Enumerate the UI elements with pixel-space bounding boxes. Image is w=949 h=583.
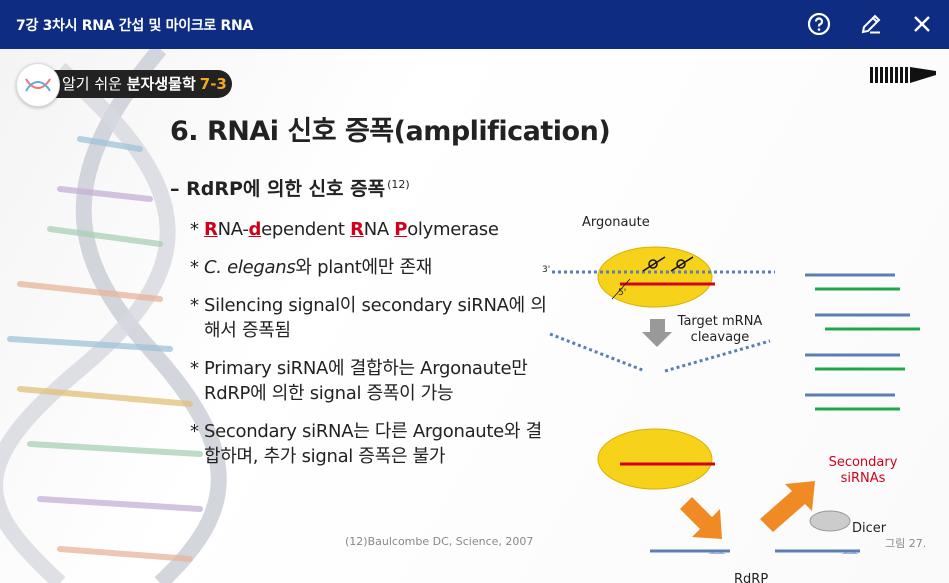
dna-helix-decoration	[0, 49, 227, 583]
right-arrow-icon	[680, 497, 722, 539]
slide-title: 6. RNAi 신호 증폭(amplification)	[170, 116, 611, 147]
publisher-logo	[870, 67, 936, 83]
course-logo	[16, 63, 60, 107]
edit-icon[interactable]	[858, 11, 884, 37]
rdrp-enzyme	[708, 552, 726, 554]
scissors-icon	[642, 256, 694, 272]
bullet-silencing-signal: Silencing signal이 secondary siRNA에 의해서 증…	[190, 293, 550, 343]
dicer-enzyme	[809, 510, 851, 532]
five-prime-label: 5'	[618, 288, 627, 298]
argonaute-complex	[597, 246, 713, 308]
top-bar: 7강 3차시 RNA 간섭 및 마이크로 RNA	[0, 0, 949, 49]
bullet-secondary-sirna: Secondary siRNA는 다른 Argonaute와 결합하며, 추가 …	[190, 419, 550, 469]
secondary-sirna-stack	[805, 273, 920, 411]
bullet-rdrp-definition: RNA-dependent RNA Polymerase	[190, 217, 550, 242]
close-icon[interactable]	[909, 11, 935, 37]
slide-subtitle: – RdRP에 의한 신호 증폭(12)	[170, 177, 410, 200]
rdrp-label: RdRP	[734, 572, 769, 583]
dicer-label: Dicer	[852, 521, 887, 536]
argonaute-label: Argonaute	[582, 215, 650, 230]
down-arrow-icon	[642, 319, 672, 347]
window-title: 7강 3차시 RNA 간섭 및 마이크로 RNA	[16, 18, 253, 34]
bullet-list: RNA-dependent RNA Polymerase C. elegans와…	[190, 217, 550, 482]
up-arrow-icon	[760, 481, 815, 532]
figure-number: 그림 27.	[885, 537, 927, 550]
bullet-occurrence: C. elegans와 plant에만 존재	[190, 255, 550, 280]
help-icon[interactable]	[806, 11, 832, 37]
reference-citation: (12)Baulcombe DC, Science, 2007	[345, 535, 534, 548]
bullet-primary-sirna: Primary siRNA에 결합하는 Argonaute만 RdRP에 의한 …	[190, 356, 550, 406]
three-prime-label: 3'	[542, 265, 551, 275]
